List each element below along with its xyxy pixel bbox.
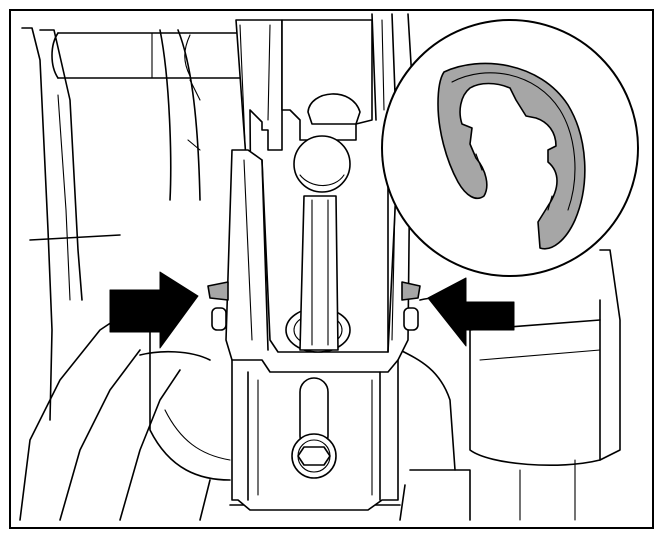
shift-lever-assembly <box>207 19 421 511</box>
right-pointer-arrow-icon <box>427 277 515 347</box>
left-retaining-clip <box>207 281 229 301</box>
left-pointer-arrow-icon <box>109 271 199 349</box>
right-retaining-clip <box>401 281 421 301</box>
retaining-clip-detail-icon <box>381 19 639 277</box>
